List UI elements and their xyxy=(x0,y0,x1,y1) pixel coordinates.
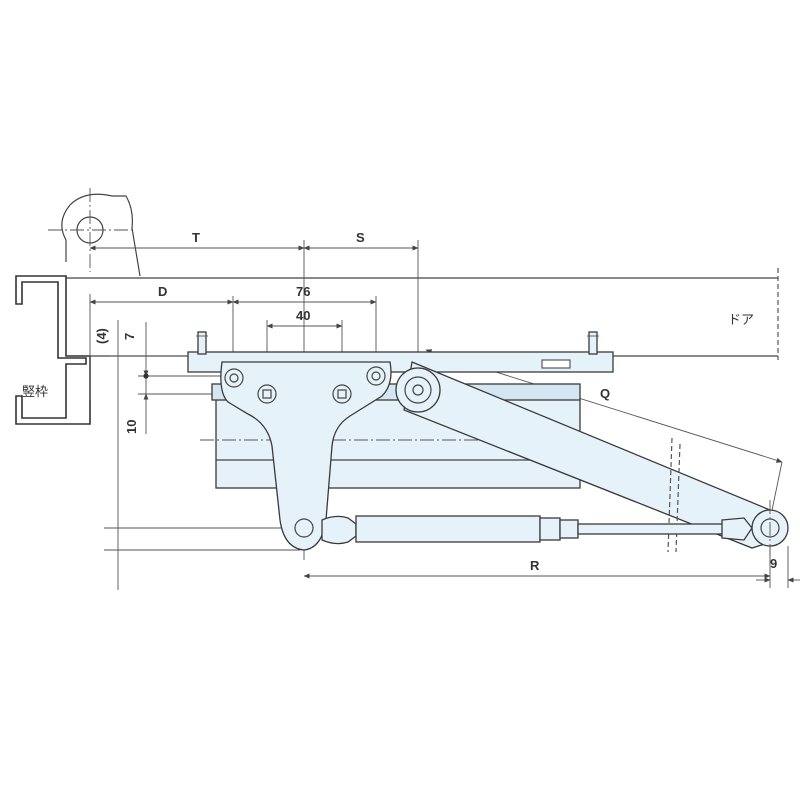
hinge-pivot-bracket xyxy=(48,188,141,277)
dim-7: 7 xyxy=(122,333,137,340)
door-label: ドア xyxy=(728,313,754,328)
dim-76: 76 xyxy=(296,284,310,299)
arm-end-pivot xyxy=(751,500,789,556)
door-frame-profile xyxy=(15,275,91,425)
dim-10: 10 xyxy=(124,420,139,434)
closer-bracket xyxy=(220,361,392,551)
dim-Q: Q xyxy=(600,386,610,401)
adjusting-rod xyxy=(321,515,753,545)
dim-9: 9 xyxy=(770,556,777,571)
dim-4: (4) xyxy=(94,328,109,344)
dim-40: 40 xyxy=(296,308,310,323)
dim-D: D xyxy=(158,284,167,299)
dim-R: R xyxy=(530,558,540,573)
dim-S: S xyxy=(356,230,365,245)
dim-T: T xyxy=(192,230,200,245)
frame-label: 竪枠 xyxy=(22,385,48,400)
door-panel xyxy=(66,268,779,360)
